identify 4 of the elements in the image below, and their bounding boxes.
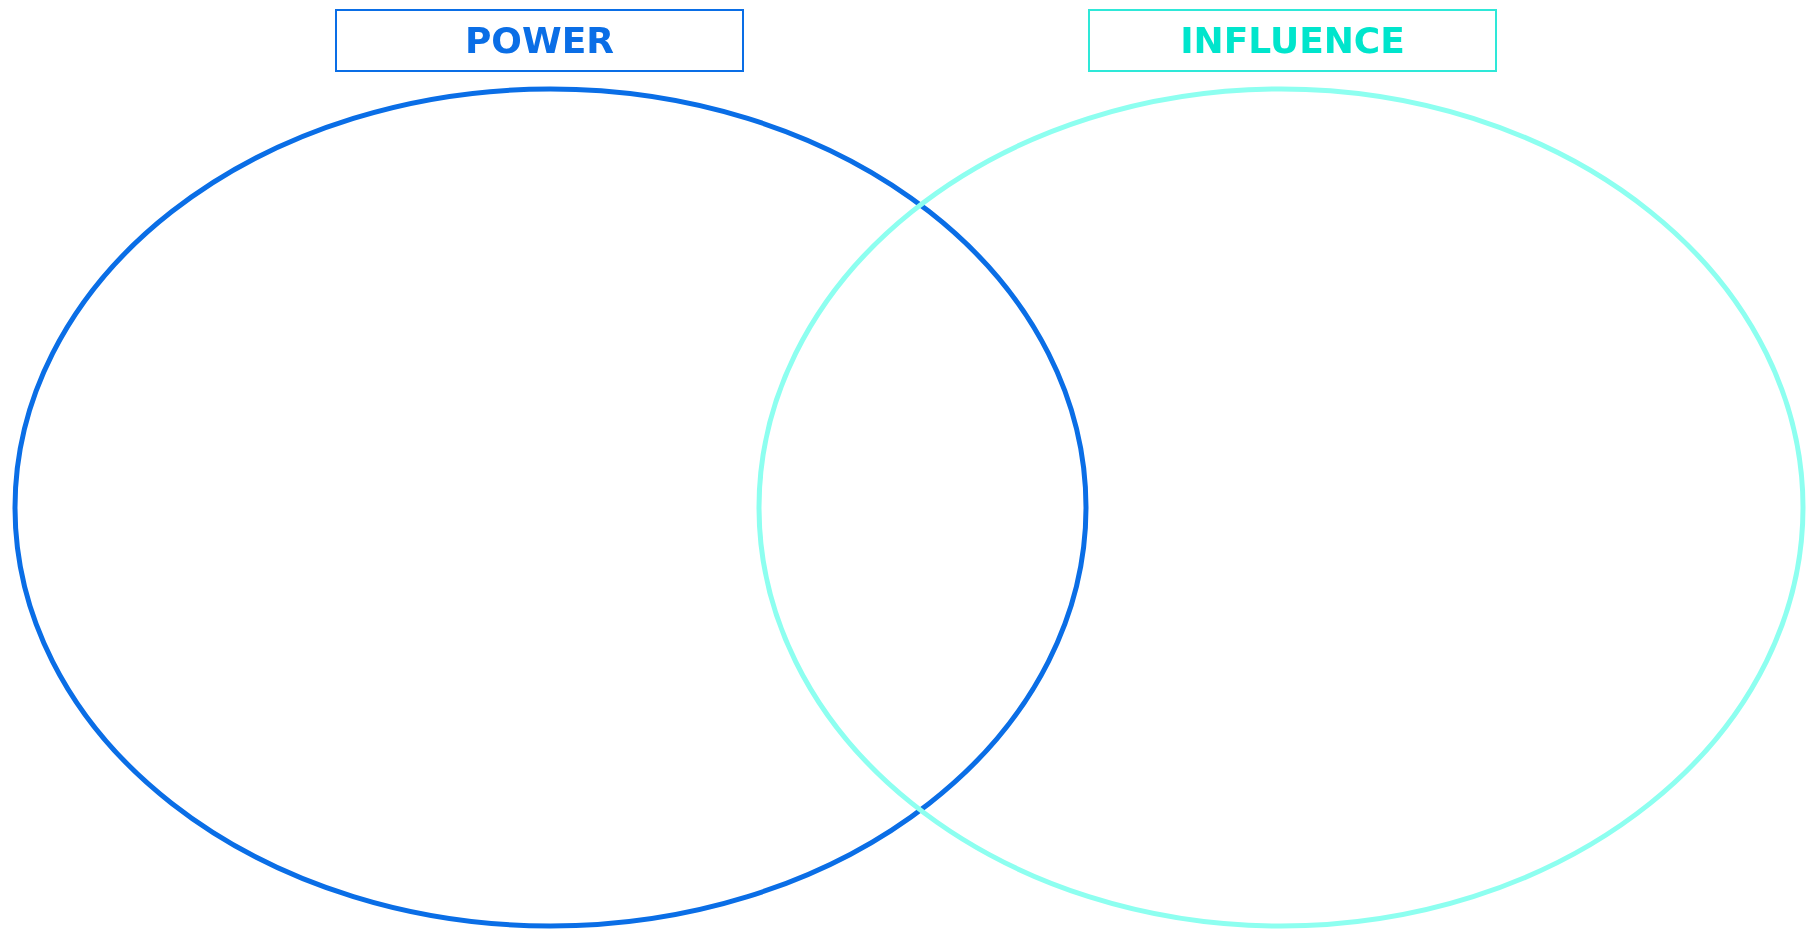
heading-label: INFLUENCE [1088,9,1497,72]
heading-label: POWER [335,9,744,72]
venn-ellipse [756,86,1806,929]
venn-ellipse [12,86,1089,929]
